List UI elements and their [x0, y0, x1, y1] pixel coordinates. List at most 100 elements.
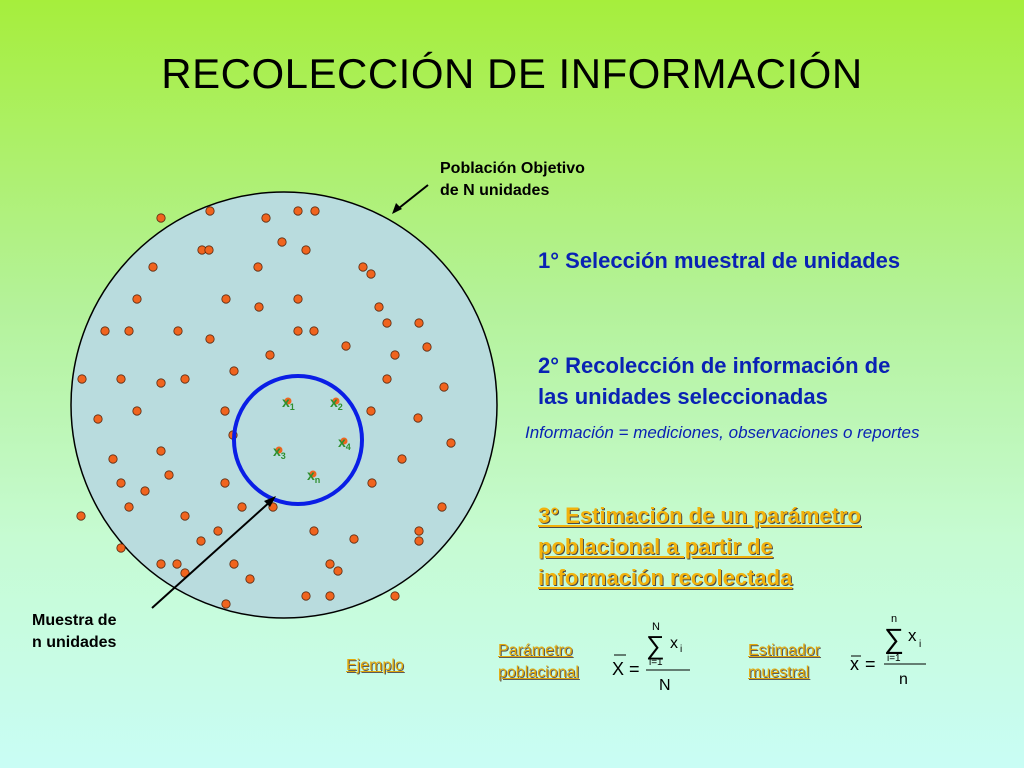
population-dot	[172, 559, 182, 569]
population-dot	[293, 326, 303, 336]
population-dot	[124, 326, 134, 336]
population-dot	[414, 318, 424, 328]
est-term: x	[908, 626, 917, 645]
population-label-line2: de N unidades	[440, 182, 550, 199]
sample-dot	[275, 446, 283, 454]
population-dot	[382, 318, 392, 328]
population-dot	[108, 454, 118, 464]
population-dot	[180, 511, 190, 521]
sample-unit-name: x	[338, 434, 346, 450]
population-dot	[205, 334, 215, 344]
sample-dot	[309, 470, 317, 478]
sample-dot	[332, 397, 340, 405]
population-dot	[100, 326, 110, 336]
population-dot	[253, 262, 263, 272]
population-dot	[221, 294, 231, 304]
population-arrowhead	[392, 203, 402, 214]
sample-arrowhead	[264, 496, 276, 507]
est-lhs: x	[850, 654, 859, 674]
example-label: Ejemplo	[346, 657, 404, 674]
estimator-label-line2: muestral	[748, 664, 810, 681]
est-term-sub: i	[919, 639, 921, 650]
step-3: 3° Estimación de un parámetro poblaciona…	[538, 500, 861, 593]
sample-unit-label: x4	[338, 434, 351, 452]
sample-arrow	[151, 499, 273, 609]
population-dot	[140, 486, 150, 496]
population-dot	[390, 591, 400, 601]
est-denominator: n	[899, 671, 908, 688]
param-sum-top: N	[652, 621, 660, 633]
population-dot	[301, 245, 311, 255]
population-dot	[116, 478, 126, 488]
population-dot	[261, 213, 271, 223]
sample-circle	[232, 374, 364, 506]
population-dot	[164, 470, 174, 480]
population-dot	[76, 511, 86, 521]
population-dot	[196, 536, 206, 546]
population-dot	[293, 206, 303, 216]
sample-unit-subscript: 4	[346, 442, 351, 452]
sample-unit-name: x	[273, 443, 281, 459]
population-dot	[156, 446, 166, 456]
param-eq: =	[629, 659, 640, 679]
population-dot	[367, 478, 377, 488]
population-dot	[358, 262, 368, 272]
population-dot	[132, 294, 142, 304]
step-2-line2: las unidades seleccionadas	[538, 384, 828, 409]
population-dot	[229, 559, 239, 569]
est-eq: =	[865, 654, 876, 674]
sample-label: Muestra de n unidades	[32, 610, 116, 654]
sample-dot	[284, 397, 292, 405]
population-dot	[265, 350, 275, 360]
parameter-label-line1: Parámetro	[498, 642, 573, 659]
population-dot	[254, 302, 264, 312]
param-denominator: N	[659, 677, 671, 694]
population-dot	[309, 326, 319, 336]
population-dot	[237, 502, 247, 512]
population-dot	[301, 591, 311, 601]
population-dot	[173, 326, 183, 336]
step-3-line2: poblacional a partir de	[538, 534, 773, 559]
population-dot	[229, 366, 239, 376]
population-dot	[366, 406, 376, 416]
population-dot	[309, 526, 319, 536]
population-dot	[422, 342, 432, 352]
population-dot	[325, 591, 335, 601]
population-dot	[437, 502, 447, 512]
sample-unit-label: x3	[273, 443, 286, 461]
sample-unit-name: x	[307, 467, 315, 483]
population-dot	[204, 245, 214, 255]
population-dot	[156, 559, 166, 569]
population-label: Población Objetivo de N unidades	[440, 158, 585, 202]
sample-dot	[340, 437, 348, 445]
population-dot	[220, 406, 230, 416]
population-dot	[220, 478, 230, 488]
population-dot	[293, 294, 303, 304]
param-term-sub: i	[680, 644, 682, 655]
param-sum-sign: ∑	[646, 630, 665, 660]
population-dot	[310, 206, 320, 216]
population-dot	[124, 502, 134, 512]
estimator-label: Estimador muestral	[748, 640, 820, 684]
population-dot	[93, 414, 103, 424]
estimator-label-line1: Estimador	[748, 642, 821, 659]
population-dot	[341, 341, 351, 351]
population-dot	[349, 534, 359, 544]
step-2: 2° Recolección de información de las uni…	[538, 350, 890, 412]
population-dot	[277, 237, 287, 247]
est-sum-bottom: i=1	[887, 653, 901, 664]
population-dot	[156, 213, 166, 223]
population-dot	[245, 574, 255, 584]
sample-unit-subscript: n	[315, 475, 321, 485]
parameter-formula: X = N ∑ i=1 x i N	[612, 621, 690, 694]
population-dot	[221, 599, 231, 609]
parameter-label: Parámetro poblacional	[498, 640, 579, 684]
sample-unit-subscript: 3	[281, 451, 286, 461]
population-dot	[390, 350, 400, 360]
parameter-label-line2: poblacional	[498, 664, 579, 681]
population-dot	[205, 206, 215, 216]
sample-unit-subscript: 2	[338, 402, 343, 412]
population-dot	[414, 536, 424, 546]
sample-unit-label: x1	[282, 394, 295, 412]
